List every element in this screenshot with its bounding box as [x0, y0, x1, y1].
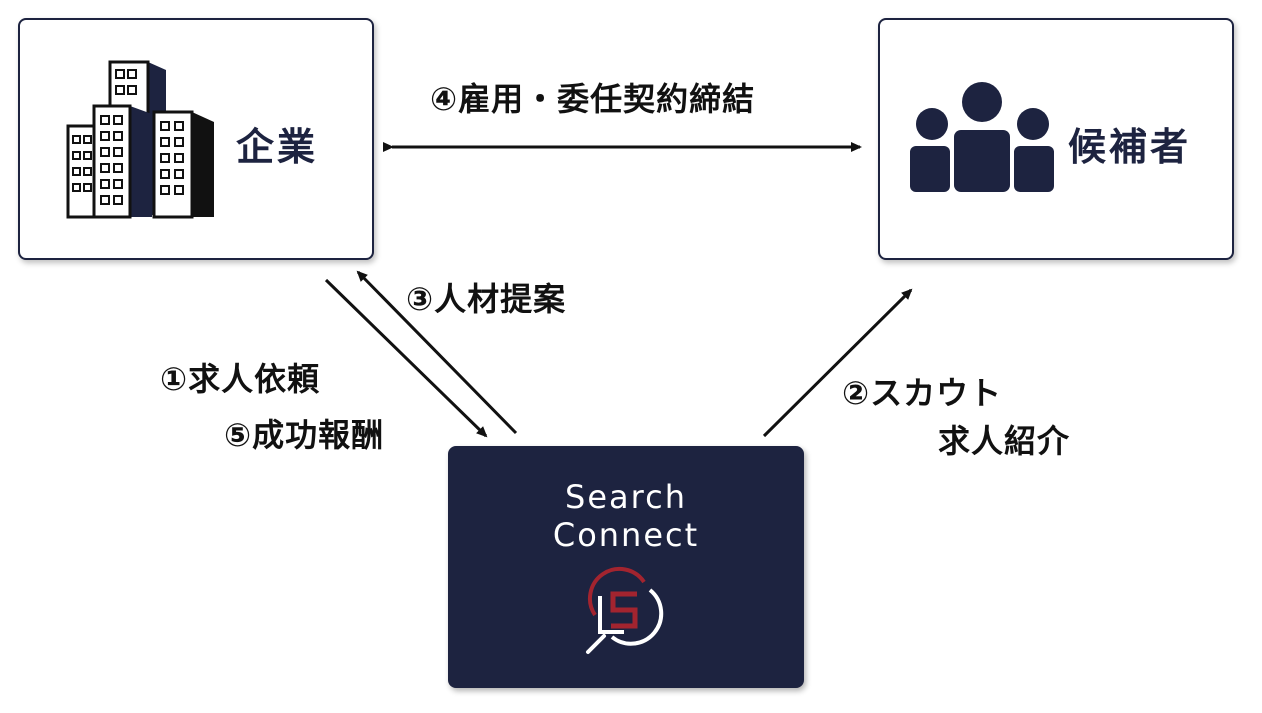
candidate-label: 候補者	[1068, 125, 1192, 169]
buildings-icon	[66, 60, 214, 219]
service-name-line2: Connect	[552, 516, 700, 554]
scout-arrow	[762, 288, 913, 438]
step5-label: ⑤成功報酬	[224, 416, 385, 454]
company-label: 企業	[236, 125, 319, 169]
proposal-arrow	[356, 270, 518, 435]
step2-label-line1: ②スカウト	[842, 374, 1003, 412]
search-connect-node: Search Connect	[448, 446, 804, 688]
people-icon	[910, 82, 1054, 192]
company-node: 企業	[18, 18, 374, 260]
request-arrow	[324, 278, 488, 438]
step4-label: ④雇用・委任契約締結	[430, 80, 756, 118]
step1-label: ①求人依頼	[160, 360, 321, 398]
step3-label: ③人材提案	[406, 280, 567, 318]
search-connect-logo-icon	[586, 567, 664, 654]
candidate-node: 候補者	[878, 18, 1234, 260]
step2-label-line2: 求人紹介	[938, 422, 1071, 460]
service-name-line1: Search	[565, 478, 687, 516]
